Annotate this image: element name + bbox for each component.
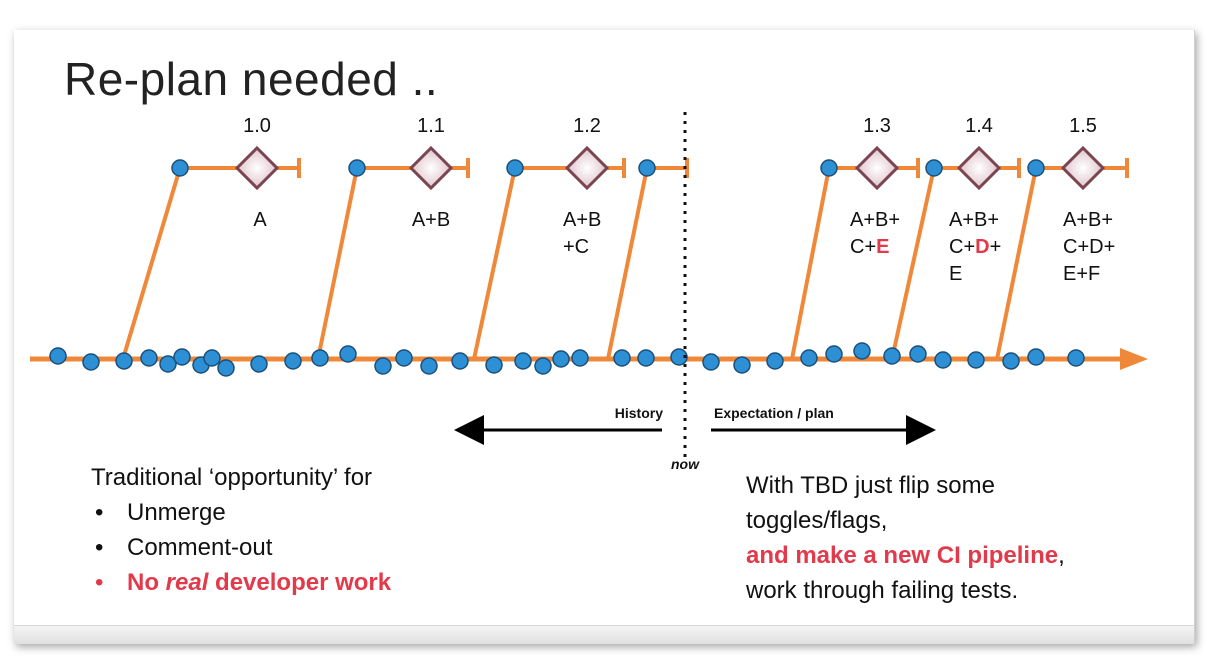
history-label: History (615, 405, 663, 421)
traditional-note: Traditional ‘opportunity’ for •Unmerge •… (91, 460, 391, 600)
traditional-note-heading: Traditional ‘opportunity’ for (91, 464, 373, 491)
release-feature-text: C+E (850, 236, 889, 258)
commit-dot (825, 345, 843, 363)
release-diamond-icon (854, 145, 900, 191)
release-feature-text: A+B+ (850, 209, 900, 231)
release-version-label: 1.3 (863, 115, 891, 137)
release-diamonds (234, 145, 1106, 191)
slide-bottom-bar (14, 625, 1194, 644)
commit-dot (159, 355, 177, 373)
release-diamond-icon (956, 145, 1002, 191)
release-feature-text: A (253, 209, 267, 231)
list-item: •Comment-out (95, 534, 273, 561)
now-label: now (671, 456, 700, 472)
commit-dot (217, 359, 235, 377)
release-feature-text: C+D+ (949, 236, 1001, 258)
plan-label: Expectation / plan (714, 405, 834, 421)
commit-dot (925, 159, 943, 177)
commit-dot (1027, 159, 1045, 177)
release-version-label: 1.2 (573, 115, 601, 137)
commit-dot (82, 353, 100, 371)
commit-dot (514, 352, 532, 370)
commit-dot (171, 159, 189, 177)
trunk-arrowhead (1120, 348, 1148, 370)
release-feature-text: +C (563, 236, 589, 258)
list-item: •Unmerge (95, 499, 226, 526)
commit-dot (1067, 349, 1085, 367)
release-feature-text: E (949, 263, 962, 285)
branch-1-4 (890, 158, 1021, 360)
release-feature-text: A+B+ (949, 209, 999, 231)
commit-dot (451, 352, 469, 370)
release-feature-text: C+D+ (1063, 236, 1115, 258)
commit-dot (820, 159, 838, 177)
release-version-label: 1.5 (1069, 115, 1097, 137)
commit-dot (49, 347, 67, 365)
release-feature-text: E+F (1063, 263, 1100, 285)
commit-dot (934, 351, 952, 369)
commit-dot (702, 353, 720, 371)
branch-now (606, 158, 689, 360)
branch-1-1 (316, 158, 470, 360)
commit-dot (909, 345, 927, 363)
commit-dot (613, 349, 631, 367)
tbd-note-line: With TBD just flip some (746, 472, 995, 499)
commit-dot (506, 159, 524, 177)
commit-dot (173, 348, 191, 366)
branch-1-0 (121, 158, 301, 360)
commit-dots (49, 159, 1085, 377)
tbd-note-line: toggles/flags, (746, 507, 888, 534)
commit-dot (637, 349, 655, 367)
release-feature-text: A+B (412, 209, 450, 231)
commit-dot (250, 355, 268, 373)
tbd-note: With TBD just flip some toggles/flags, a… (746, 468, 1065, 608)
commit-dot (203, 349, 221, 367)
slide-title: Re-plan needed .. (64, 53, 439, 105)
commit-dot (1002, 352, 1020, 370)
commit-dot (284, 352, 302, 370)
commit-dot (374, 357, 392, 375)
release-timeline-diagram: 1.0 1.1 1.2 1.3 1.4 1.5 A A+B A+B +C A+B+ C+E… (30, 112, 1148, 472)
commit-dot (800, 349, 818, 367)
slide: Re-plan needed .. (14, 30, 1195, 644)
commit-dot (552, 350, 570, 368)
traditional-note-list: •Unmerge •Comment-out •No real developer… (91, 495, 391, 600)
tbd-note-line: and make a new CI pipeline, (746, 542, 1065, 569)
commit-dot (485, 356, 503, 374)
commit-dot (638, 159, 656, 177)
commit-dot (571, 349, 589, 367)
commit-dot (1027, 348, 1045, 366)
commit-dot (339, 345, 357, 363)
commit-dot (733, 356, 751, 374)
release-version-label: 1.4 (965, 115, 993, 137)
release-feature-labels: A A+B A+B +C A+B+ C+E A+B+ C+D+ E A+B+ C+D+ E+F (253, 209, 1115, 285)
release-feature-text: A+B (563, 209, 601, 231)
commit-dot (311, 349, 329, 367)
commit-dot (670, 348, 688, 366)
commit-dot (115, 352, 133, 370)
tbd-note-line: work through failing tests. (746, 577, 1019, 604)
release-feature-text: A+B+ (1063, 209, 1113, 231)
release-diamond-icon (408, 145, 454, 191)
release-version-label: 1.1 (417, 115, 445, 137)
release-diamond-icon (1060, 145, 1106, 191)
branch-1-2 (472, 158, 626, 360)
commit-dot (766, 352, 784, 370)
commit-dot (534, 357, 552, 375)
release-diamond-icon (564, 145, 610, 191)
commit-dot (395, 349, 413, 367)
commit-dot (967, 351, 985, 369)
commit-dot (420, 357, 438, 375)
branch-1-5 (995, 158, 1129, 360)
commit-dot (140, 349, 158, 367)
commit-dot (348, 159, 366, 177)
release-version-label: 1.0 (243, 115, 271, 137)
commit-dot (883, 347, 901, 365)
release-diamond-icon (234, 145, 280, 191)
list-item-highlight: •No real developer work (95, 569, 392, 596)
commit-dot (853, 342, 871, 360)
